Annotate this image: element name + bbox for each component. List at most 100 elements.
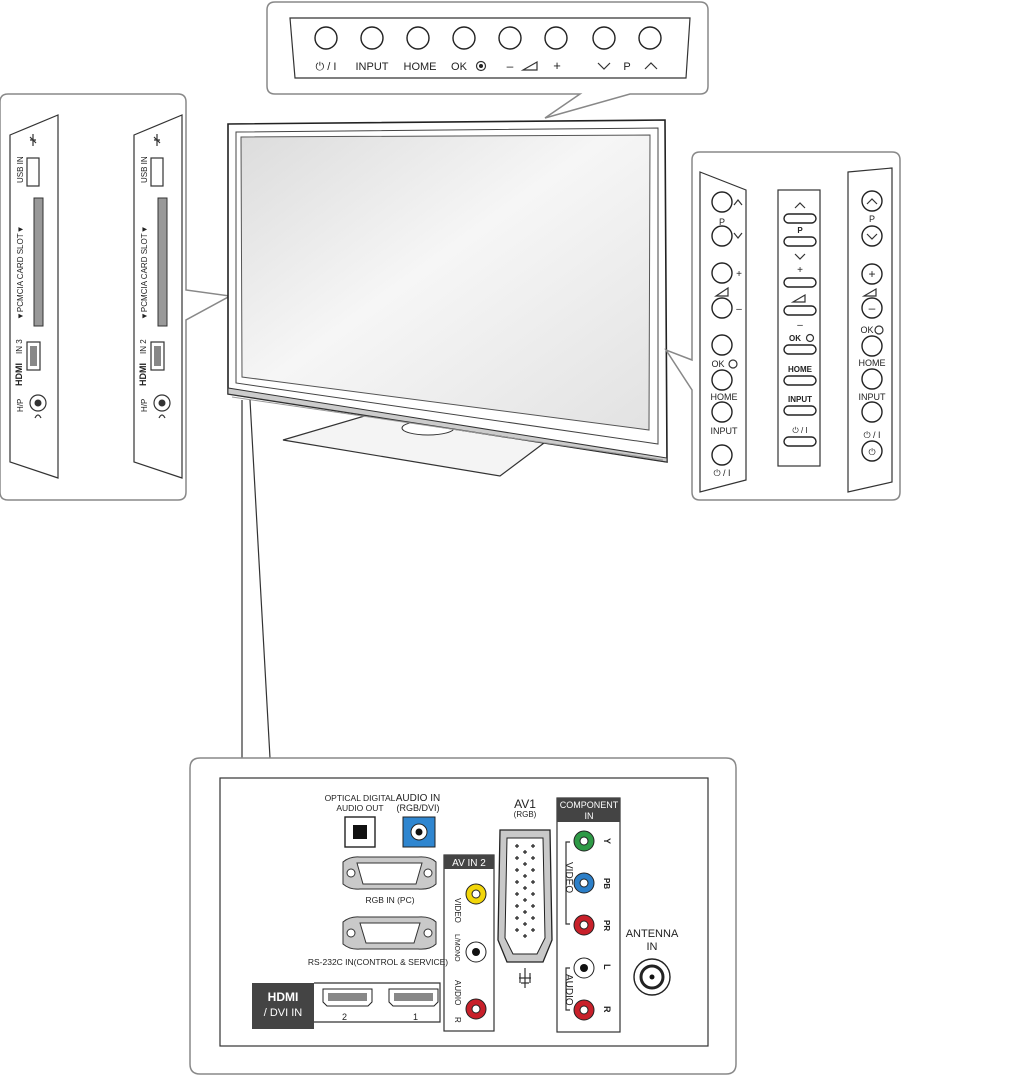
vol-up-button-r1[interactable] — [711, 262, 733, 284]
side-strip-hdmi2 — [133, 114, 183, 479]
rear-connection-panel: OPTICAL DIGITAL AUDIO OUT AUDIO IN (RGB/… — [189, 757, 737, 1075]
chevron-up-icon-r3 — [866, 198, 878, 205]
ok-button-r2[interactable] — [783, 344, 817, 355]
top-panel-face — [289, 17, 691, 79]
hdmi-port-2-inner — [328, 993, 367, 1001]
ok-dot-center-icon — [479, 64, 483, 68]
chevron-down-icon-r2 — [794, 253, 806, 260]
power-button-r1[interactable] — [711, 444, 733, 466]
rgb-screw-left — [346, 868, 356, 878]
power-label-r1: ⏻ / I — [713, 468, 730, 478]
av1-sub-label: (RGB) — [514, 810, 537, 819]
right-side-panel: P + – OK HOME INPUT ⏻ / I P + – OK HOME … — [664, 151, 901, 501]
input-button-r1[interactable] — [711, 401, 733, 423]
pcmcia-label-2: ▼PCMCIA CARD SLOT▼ — [140, 225, 149, 320]
component-audio-r-center — [579, 1005, 589, 1015]
program-down-button[interactable] — [592, 26, 616, 50]
rgb-screw-right — [423, 868, 433, 878]
input-button-r2[interactable] — [783, 405, 817, 416]
home-button-r3[interactable] — [861, 368, 883, 390]
home-label-r3: HOME — [859, 358, 886, 368]
chevron-up-icon — [644, 62, 658, 70]
av-audio-right-center — [471, 1004, 481, 1014]
usb-port-2[interactable] — [150, 157, 164, 187]
vol-down-button-r1[interactable] — [711, 297, 733, 319]
vol-down-button-r2[interactable] — [783, 305, 817, 316]
plus-label-r3: + — [868, 267, 875, 281]
usb-in-label: USB IN — [16, 156, 25, 183]
volume-icon — [520, 60, 538, 71]
vol-up-button-r3[interactable] — [861, 263, 883, 285]
av-video-label: VIDEO — [453, 898, 462, 923]
hdmi2-label: IN 2 — [139, 339, 148, 354]
side-strip-hdmi3 — [9, 114, 59, 479]
home-button-r1[interactable] — [711, 369, 733, 391]
volume-down-button[interactable] — [498, 26, 522, 50]
av-audio-label: AUDIO — [453, 980, 462, 1005]
rs232-screw-left — [346, 928, 356, 938]
hdmi-logo-rear: HDMI — [268, 990, 299, 1004]
pcmcia-slot-2[interactable] — [157, 197, 168, 327]
ok-button[interactable] — [452, 26, 476, 50]
optical-port-inner — [353, 825, 367, 839]
ok-label-r3: OK — [860, 325, 873, 335]
p-label-r3: P — [869, 214, 875, 224]
hdmi3-label: IN 3 — [15, 339, 24, 354]
headphone-jack[interactable] — [29, 394, 47, 412]
program-up-button[interactable] — [638, 26, 662, 50]
volume-up-button[interactable] — [544, 26, 568, 50]
headphone-icon-2 — [158, 414, 166, 419]
input-button[interactable] — [360, 26, 384, 50]
ok-button-r3[interactable] — [861, 335, 883, 357]
scart-pins — [515, 844, 535, 938]
ok-label: OK — [451, 61, 468, 73]
pcmcia-slot[interactable] — [33, 197, 44, 327]
side-buttons-column-3 — [847, 167, 893, 493]
power-button-r2[interactable] — [783, 436, 817, 447]
power-button[interactable] — [314, 26, 338, 50]
hp-label-2: H/P — [140, 399, 149, 412]
av-in2-header — [444, 855, 494, 869]
vol-down-button-r3[interactable] — [861, 297, 883, 319]
input-button-r3[interactable] — [861, 401, 883, 423]
home-button-r2[interactable] — [783, 375, 817, 386]
input-label-r3: INPUT — [859, 392, 887, 402]
prog-down-button-r2[interactable] — [783, 236, 817, 247]
prog-up-button-r2[interactable] — [783, 213, 817, 224]
chevron-up-icon-r2 — [794, 202, 806, 209]
component-pr-label: PR — [602, 920, 611, 931]
headphone-icon — [34, 414, 42, 419]
optical-label-2: AUDIO OUT — [336, 803, 383, 813]
optical-label-1: OPTICAL DIGITAL — [325, 793, 396, 803]
component-audio-label: AUDIO — [563, 974, 574, 1006]
chevron-down-icon-r3 — [866, 233, 878, 240]
antenna-label-1: ANTENNA — [626, 928, 679, 940]
hdmi-dvi-label: / DVI IN — [264, 1007, 303, 1019]
usb-port[interactable] — [26, 157, 40, 187]
ok-label-r1: OK — [711, 359, 724, 369]
power-label: ⏻ / I — [316, 61, 337, 73]
hdmi3-port[interactable] — [26, 341, 41, 371]
av-audio-left-center — [472, 948, 480, 956]
prog-up-button-r1[interactable] — [711, 191, 733, 213]
hdmi-port-2-label: 2 — [342, 1012, 347, 1022]
prog-up-button-r3[interactable] — [861, 190, 883, 212]
component-label-1: COMPONENT — [560, 800, 619, 810]
power-button-r3[interactable] — [861, 440, 883, 462]
hdmi-port-1-label: 1 — [413, 1012, 418, 1022]
left-side-panel: USB IN ▼PCMCIA CARD SLOT▼ HDMI IN 3 H/P … — [0, 93, 233, 501]
prog-down-button-r1[interactable] — [711, 225, 733, 247]
ok-dot-icon-r3 — [874, 325, 884, 335]
hdmi2-port[interactable] — [150, 341, 165, 371]
prog-down-button-r3[interactable] — [861, 225, 883, 247]
ok-button-r1[interactable] — [711, 334, 733, 356]
av-mono-label: L/MONO — [453, 934, 460, 962]
hdmi2-port-inner — [154, 346, 161, 366]
home-button[interactable] — [406, 26, 430, 50]
component-l-label: L — [602, 964, 612, 970]
vol-up-button-r2[interactable] — [783, 277, 817, 288]
side-buttons-column-1 — [699, 171, 747, 493]
rgb-in-label: RGB IN (PC) — [365, 895, 414, 905]
component-video-bracket — [565, 841, 570, 925]
headphone-jack-2[interactable] — [153, 394, 171, 412]
